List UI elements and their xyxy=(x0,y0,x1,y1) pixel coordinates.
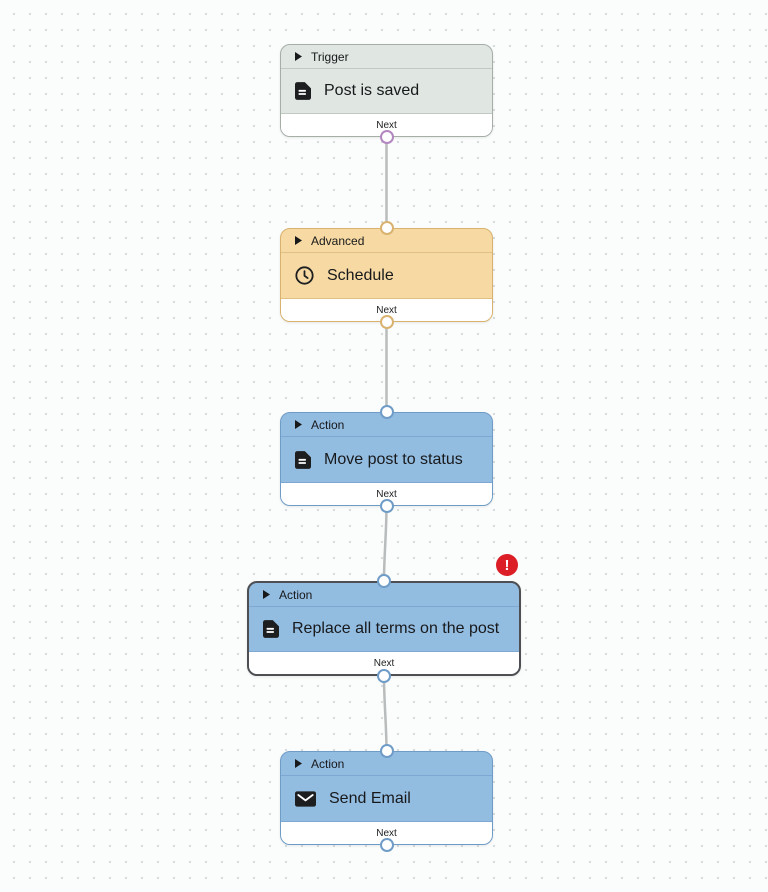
node-box: Advanced Schedule Next xyxy=(280,228,493,322)
node-title: Post is saved xyxy=(324,82,420,99)
play-triangle-icon xyxy=(263,590,270,599)
node-category-label: Advanced xyxy=(311,233,365,248)
node-header-collapse[interactable]: Action xyxy=(249,583,519,607)
node-footer: Next xyxy=(281,299,492,321)
document-icon xyxy=(295,450,311,469)
connector-line xyxy=(382,505,388,582)
connector-line xyxy=(382,675,388,752)
input-port[interactable] xyxy=(379,744,394,758)
node-footer: Next xyxy=(281,483,492,505)
node-box: Trigger Post is saved Next xyxy=(280,44,493,137)
node-category-label: Action xyxy=(311,417,345,432)
error-badge-symbol: ! xyxy=(504,556,510,574)
input-port[interactable] xyxy=(379,405,394,419)
play-triangle-icon xyxy=(295,236,302,245)
output-port[interactable] xyxy=(379,130,394,144)
document-icon xyxy=(295,82,311,100)
play-triangle-icon xyxy=(295,759,302,768)
node-body: Move post to status xyxy=(281,437,492,483)
node-body: Send Email xyxy=(281,776,492,822)
next-label: Next xyxy=(376,488,397,500)
node-header-collapse[interactable]: Action xyxy=(281,752,492,776)
node-header-collapse[interactable]: Trigger xyxy=(281,45,492,69)
node-category-label: Trigger xyxy=(311,49,349,64)
output-port[interactable] xyxy=(379,838,394,852)
node-advanced-schedule[interactable]: Advanced Schedule Next xyxy=(280,221,493,329)
error-badge[interactable]: ! xyxy=(496,554,518,576)
node-box: Action Send Email Next xyxy=(280,751,493,845)
node-category-label: Action xyxy=(279,587,313,602)
node-header-collapse[interactable]: Advanced xyxy=(281,229,492,253)
output-port[interactable] xyxy=(377,669,391,683)
node-action-move-post-to-status[interactable]: Action Move post to status Next xyxy=(280,405,493,513)
output-port[interactable] xyxy=(379,499,394,513)
node-title: Schedule xyxy=(327,266,394,284)
input-port[interactable] xyxy=(377,574,391,588)
node-title: Send Email xyxy=(329,789,411,807)
node-title: Replace all terms on the post xyxy=(292,620,500,637)
next-label: Next xyxy=(373,657,395,669)
node-header-collapse[interactable]: Action xyxy=(281,413,492,437)
play-triangle-icon xyxy=(295,420,302,429)
node-body: Post is saved xyxy=(281,69,492,114)
node-body: Schedule xyxy=(281,253,492,299)
output-port[interactable] xyxy=(379,315,394,329)
play-triangle-icon xyxy=(295,52,302,61)
node-footer: Next xyxy=(281,822,492,844)
node-box: Action Replace all terms on the post Nex… xyxy=(247,581,521,676)
node-footer: Next xyxy=(281,114,492,136)
node-body: Replace all terms on the post xyxy=(249,607,519,652)
envelope-icon xyxy=(295,790,316,807)
document-icon xyxy=(263,620,279,638)
input-port[interactable] xyxy=(379,221,394,235)
next-label: Next xyxy=(376,304,397,316)
clock-icon xyxy=(295,266,314,285)
next-label: Next xyxy=(376,827,397,839)
node-action-replace-all-terms[interactable]: Action Replace all terms on the post Nex… xyxy=(247,574,521,683)
node-trigger-post-is-saved[interactable]: Trigger Post is saved Next xyxy=(280,44,493,144)
node-category-label: Action xyxy=(311,756,345,771)
node-action-send-email[interactable]: Action Send Email Next xyxy=(280,744,493,852)
next-label: Next xyxy=(376,119,397,131)
node-footer: Next xyxy=(249,652,519,674)
node-box: Action Move post to status Next xyxy=(280,412,493,506)
node-title: Move post to status xyxy=(324,450,463,468)
